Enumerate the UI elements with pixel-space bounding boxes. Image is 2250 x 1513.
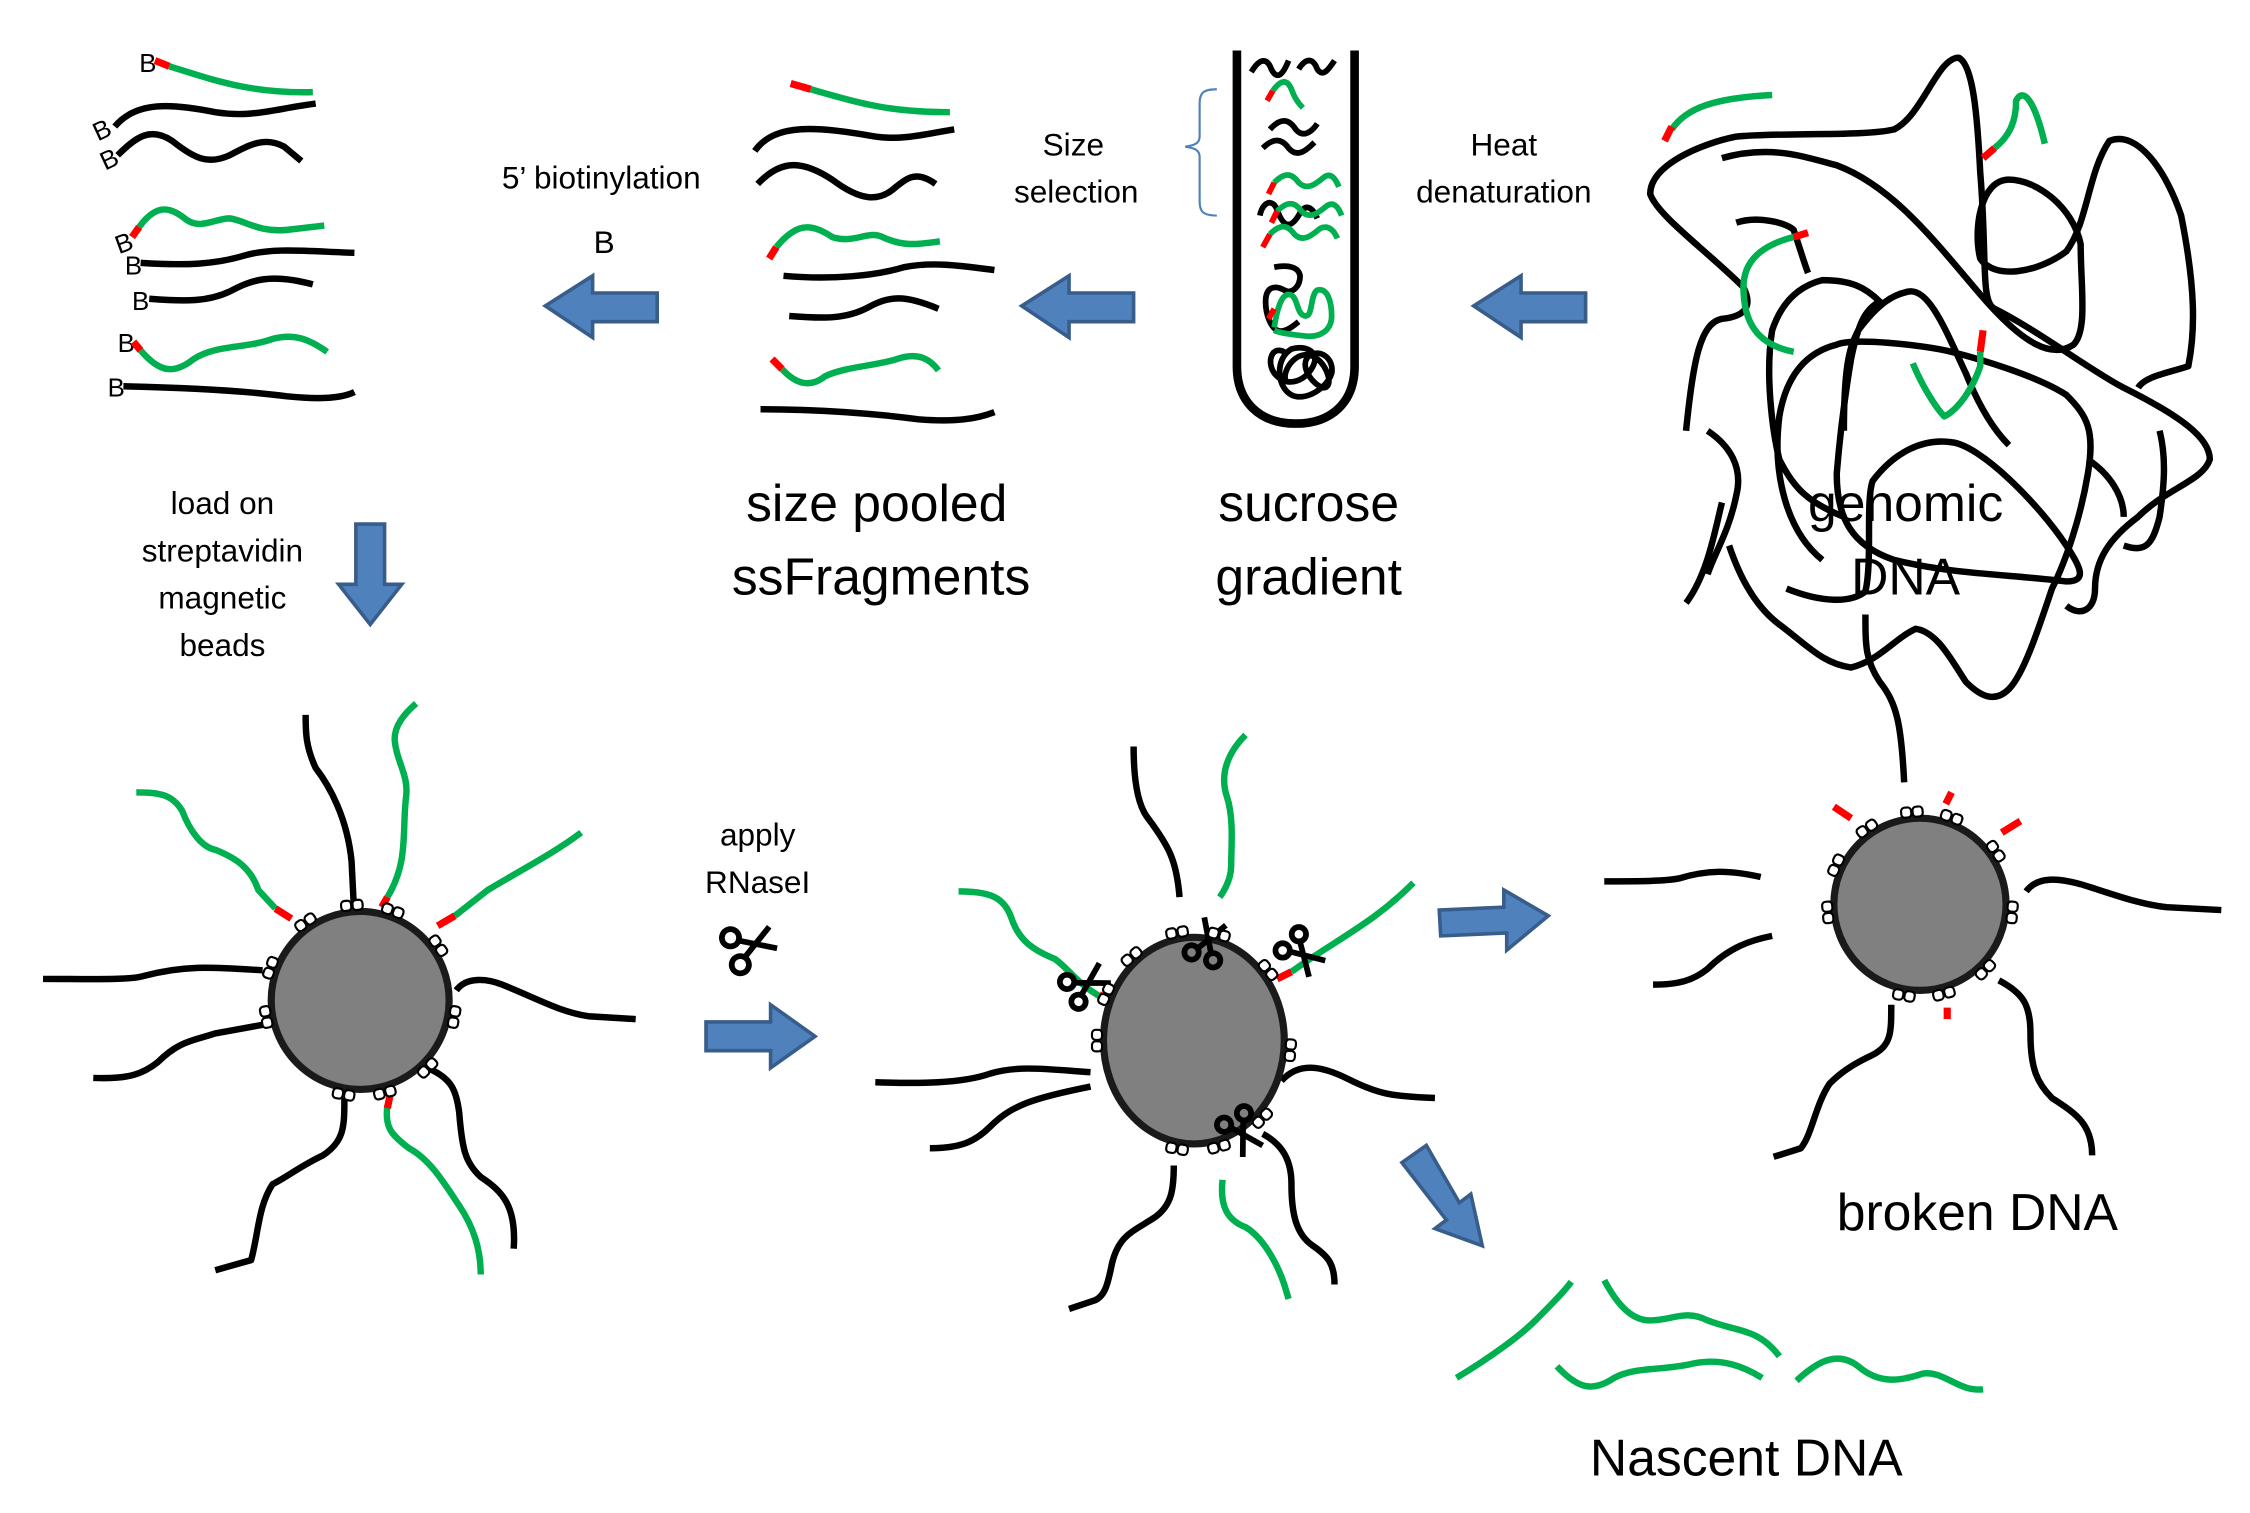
streptavidin-anchor (1165, 925, 1190, 940)
biotinylated-fragments: B B B B B B B B (89, 50, 356, 402)
streptavidin-anchor (1165, 1141, 1190, 1157)
streptavidin-anchor (1899, 805, 1924, 819)
load-label-line3: magnetic (158, 580, 286, 616)
scissors-icon (1214, 1103, 1265, 1158)
streptavidin-anchor (372, 1084, 397, 1101)
magnetic-bead (1099, 933, 1288, 1148)
streptavidin-anchor (1206, 926, 1231, 943)
streptavidin-anchor (2005, 900, 2019, 925)
streptavidin-anchor (1120, 946, 1143, 967)
genomic-dna-tangle (1646, 54, 2214, 701)
streptavidin-anchor (262, 955, 279, 980)
load-label-line4: beads (179, 627, 265, 663)
biotin-tag: B (108, 374, 125, 402)
streptavidin-anchor (1283, 1038, 1298, 1063)
magnetic-bead (267, 907, 453, 1093)
rnase-label-line1: apply (720, 816, 796, 852)
scissors-icon (1272, 924, 1326, 978)
size-selection-line1: Size (1043, 126, 1104, 162)
biotin-tag: B (96, 144, 123, 177)
streptavidin-anchor (1855, 818, 1879, 839)
streptavidin-anchor (1097, 982, 1116, 1007)
arrow-load-down (334, 522, 406, 628)
scissors-icon (1056, 961, 1111, 1012)
biotin-tag: B (139, 50, 156, 78)
streptavidin-anchor (1257, 958, 1279, 982)
streptavidin-anchor (1939, 808, 1964, 826)
scissors-icon (718, 924, 778, 977)
load-label-line1: load on (171, 485, 275, 521)
pooled-label-line1: size pooled (746, 474, 1007, 532)
pooled-fragments (752, 80, 996, 424)
streptavidin-anchor (416, 1057, 439, 1079)
arrow-sucrose-to-pooled (1018, 272, 1136, 341)
streptavidin-anchor (1931, 985, 1956, 1002)
bead-broken-group (1604, 614, 2222, 1160)
streptavidin-anchor (294, 912, 317, 933)
nascent-dna-fragments (1454, 1278, 1984, 1393)
streptavidin-anchor (380, 902, 405, 920)
arrow-pooled-to-biotinylated (541, 272, 660, 341)
biotinylation-label: 5’ biotinylation (502, 159, 701, 195)
streptavidin-anchor (339, 898, 364, 913)
genomic-label-line2: DNA (1851, 547, 1961, 605)
streptavidin-anchor (1206, 1138, 1231, 1155)
load-label-line2: streptavidin (142, 532, 303, 568)
heat-label-line2: denaturation (1416, 174, 1591, 210)
streptavidin-anchors (258, 805, 2019, 1157)
arrow-to-nascent-dna (1399, 1142, 1485, 1249)
streptavidin-anchor (446, 1005, 462, 1029)
genomic-label-line1: genomic (1808, 474, 2003, 532)
sucrose-gradient-tube (1232, 50, 1359, 428)
streptavidin-anchor (258, 1005, 274, 1029)
rnase-label-line2: RNaseI (705, 864, 810, 900)
biotin-tag: B (89, 114, 116, 147)
sucrose-label-line1: sucrose (1218, 474, 1399, 532)
size-selection-brace (1185, 88, 1217, 217)
bead-rnase-group (875, 732, 1436, 1313)
arrow-to-broken-dna (1437, 886, 1552, 955)
nascent-dna-label: Nascent DNA (1590, 1428, 1903, 1486)
streptavidin-anchor (1827, 853, 1846, 877)
magnetic-bead (1830, 814, 2010, 994)
biotin-tag: B (125, 252, 142, 280)
arrow-heat-to-sucrose (1470, 272, 1588, 341)
bead-loaded-group (43, 700, 636, 1275)
biotin-tag: B (132, 288, 149, 316)
sucrose-label-line2: gradient (1215, 547, 1402, 605)
streptavidin-anchor (1090, 1028, 1104, 1053)
streptavidin-anchor (331, 1087, 356, 1102)
streptavidin-anchor (1251, 1107, 1274, 1129)
biotin-symbol: B (594, 224, 615, 260)
arrow-rnase-apply (704, 1001, 819, 1072)
streptavidin-anchor (428, 934, 449, 958)
size-selection-line2: selection (1014, 174, 1139, 210)
heat-label-line1: Heat (1471, 126, 1538, 162)
biotin-tag: B (118, 330, 135, 358)
streptavidin-anchor (1821, 900, 1835, 925)
streptavidin-anchor (1891, 988, 1916, 1003)
streptavidin-anchor (1985, 839, 2006, 863)
broken-dna-label: broken DNA (1837, 1183, 2119, 1241)
streptavidin-anchor (1974, 958, 1997, 981)
pooled-label-line2: ssFragments (732, 547, 1030, 605)
